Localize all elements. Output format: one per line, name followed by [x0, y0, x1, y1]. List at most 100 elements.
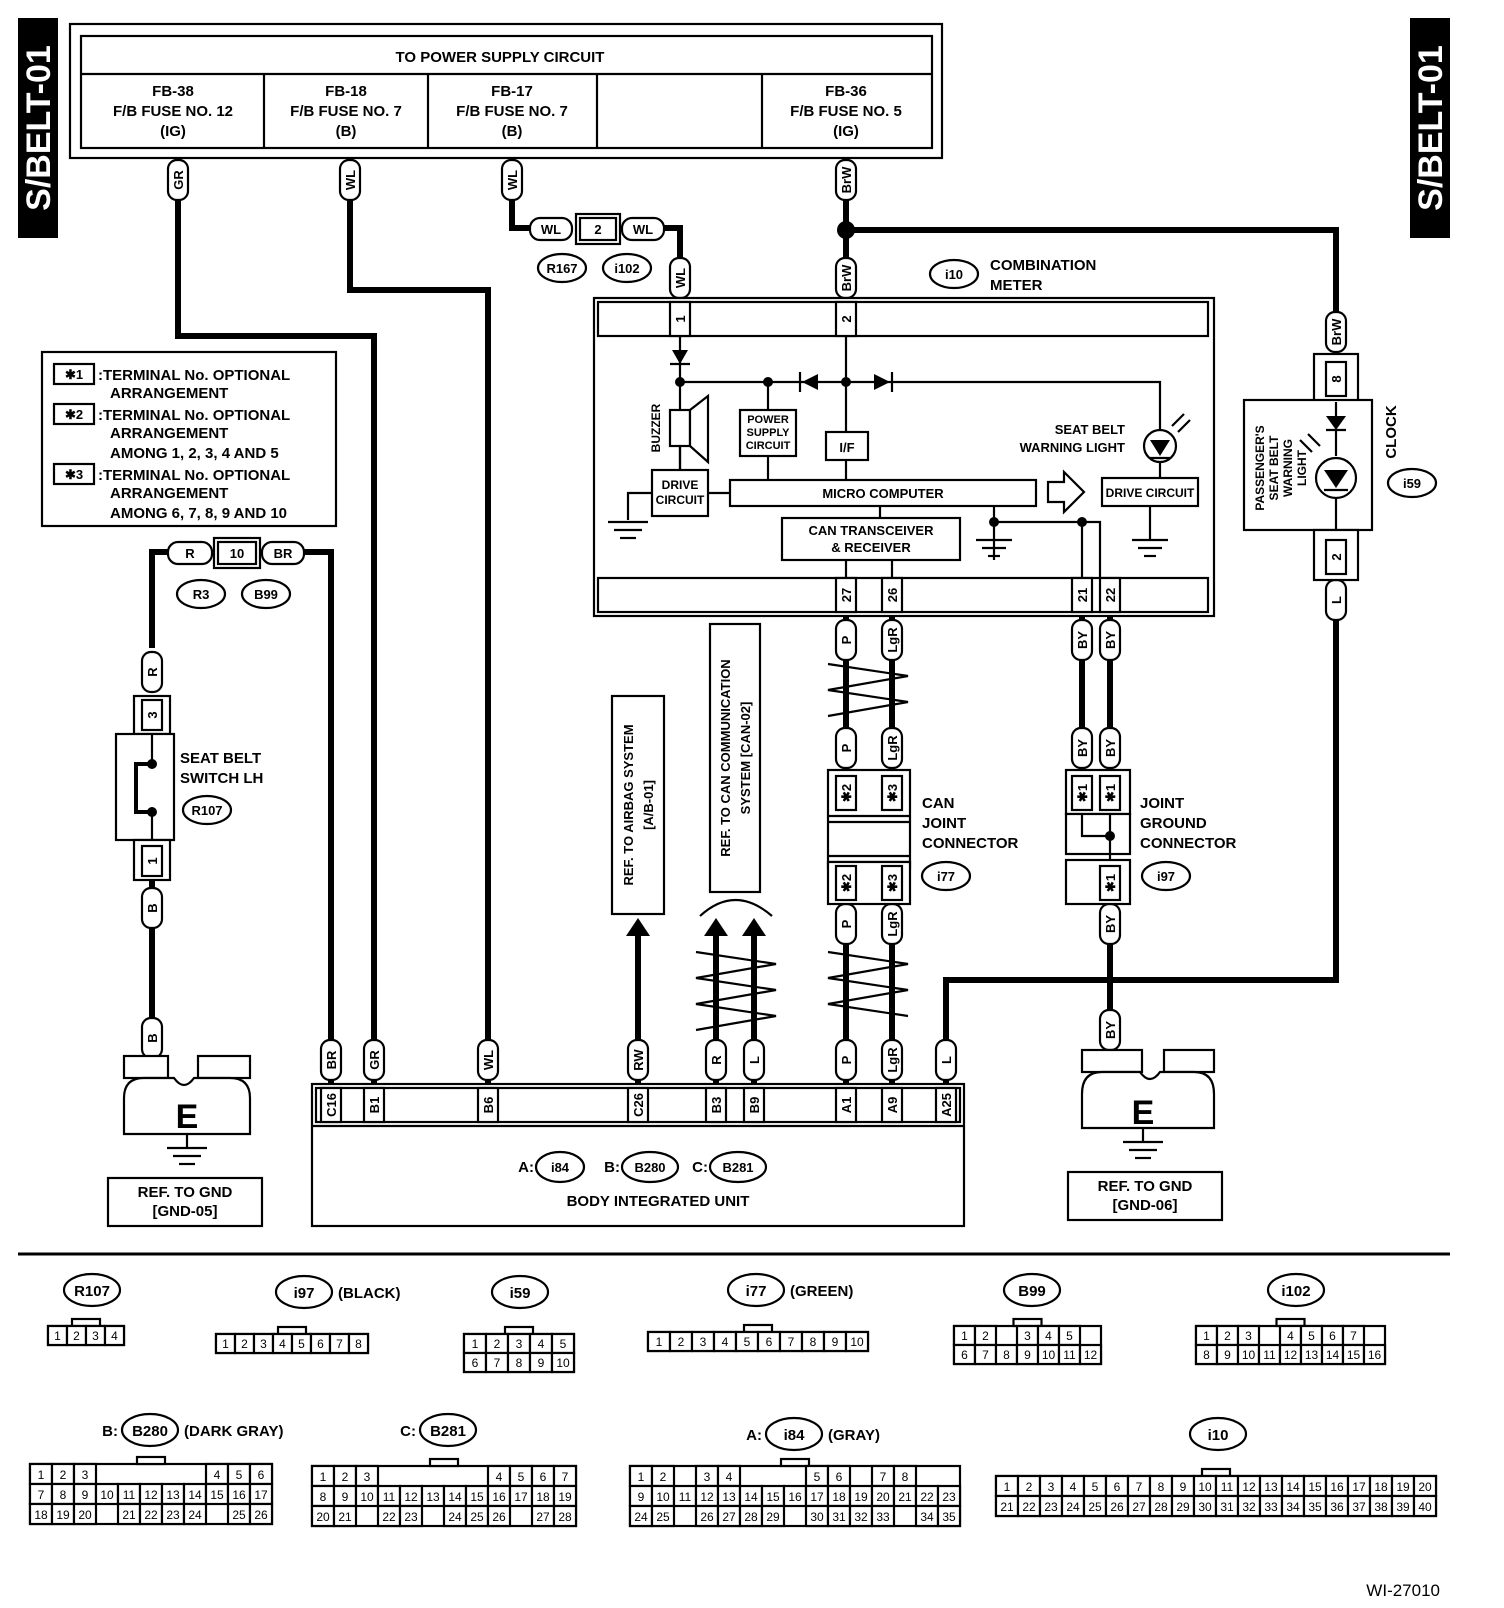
connector-pin-number: 10 — [100, 1488, 114, 1502]
connector-view-title: B99 — [1018, 1283, 1046, 1300]
connector-pin-number: 27 — [536, 1510, 550, 1524]
svg-text:26: 26 — [885, 588, 900, 602]
conn-r167: R167 — [536, 252, 588, 284]
svg-text:i97: i97 — [1157, 869, 1175, 884]
svg-text:✱2: ✱2 — [839, 784, 854, 802]
connector-pin-number: 9 — [82, 1488, 89, 1502]
wire-label-brw-clock: BrW — [1324, 310, 1348, 354]
connector-pin-number: 5 — [814, 1470, 821, 1484]
wire-label-r-switch: R — [140, 650, 164, 694]
connector-view-title: B280 — [132, 1423, 168, 1440]
svg-text:B9: B9 — [747, 1097, 762, 1114]
connector-pin-number: 1 — [1004, 1480, 1011, 1494]
connector-pin-number: 10 — [556, 1356, 570, 1370]
connector-pin-number: 6 — [836, 1470, 843, 1484]
connector-view-title: i59 — [510, 1285, 531, 1302]
connector-pin-number: 32 — [1242, 1500, 1256, 1514]
wire-label-rw-biu: RW — [626, 1038, 650, 1082]
connector-pin-number: 26 — [254, 1508, 268, 1522]
connector-pin-number: 2 — [982, 1329, 989, 1343]
svg-text:R: R — [185, 546, 195, 561]
svg-text:BrW: BrW — [1329, 318, 1344, 345]
svg-text:CAN TRANSCEIVER: CAN TRANSCEIVER — [809, 523, 935, 538]
svg-text:& RECEIVER: & RECEIVER — [831, 540, 911, 555]
connector-pin-number: 15 — [470, 1490, 484, 1504]
wire-label-p-2: P — [834, 726, 858, 770]
svg-text:R107: R107 — [191, 803, 222, 818]
connector-view-color: (BLACK) — [338, 1285, 400, 1302]
connector-pin-number: 8 — [60, 1488, 67, 1502]
connector-pin-number: 11 — [1263, 1348, 1276, 1362]
connector-pin-number: 9 — [832, 1335, 839, 1349]
clock-unit: 8 PASSENGER'S SEAT BELT WARNING LIGHT CL… — [1242, 352, 1400, 582]
svg-text:S/BELT-01: S/BELT-01 — [1412, 45, 1450, 211]
svg-text:SEAT BELT: SEAT BELT — [180, 750, 261, 767]
svg-text:L: L — [939, 1056, 954, 1064]
svg-text:B: B — [145, 1033, 160, 1042]
connector-pin-number: 5 — [1092, 1480, 1099, 1494]
svg-text:CAN: CAN — [922, 795, 955, 812]
connector-pin-number: 19 — [1396, 1480, 1410, 1494]
svg-text:✱2: ✱2 — [65, 407, 83, 422]
connector-pin-number: 10 — [850, 1335, 864, 1349]
svg-text:B281: B281 — [722, 1160, 753, 1175]
svg-text:CONNECTOR: CONNECTOR — [1140, 835, 1237, 852]
connector-pin-number: 25 — [470, 1510, 484, 1524]
svg-text:F/B FUSE NO. 5: F/B FUSE NO. 5 — [790, 103, 902, 120]
connector-pin-number: 19 — [854, 1490, 868, 1504]
connector-pin-number: 22 — [1022, 1500, 1036, 1514]
connector-pin-number: 25 — [1088, 1500, 1102, 1514]
connector-pin-number: 14 — [448, 1490, 462, 1504]
wire-label-brw-meter: BrW — [834, 256, 858, 300]
connector-pin-number: 1 — [472, 1337, 479, 1351]
connector-pin-number: 26 — [700, 1510, 714, 1524]
conn-i10: i10 — [928, 258, 980, 290]
connector-pin-number: 6 — [472, 1356, 479, 1370]
svg-text:P: P — [839, 743, 854, 752]
svg-text:BrW: BrW — [839, 166, 854, 193]
svg-text:ARRANGEMENT: ARRANGEMENT — [110, 485, 228, 502]
connector-pin-number: 5 — [518, 1470, 525, 1484]
svg-text:CIRCUIT: CIRCUIT — [656, 493, 705, 507]
svg-text:B: B — [145, 903, 160, 912]
connector-view-title: R107 — [74, 1283, 110, 1300]
body-integrated-unit: C16 B1 B6 C26 B3 B9 A1 A9 A25 A: i84 B: … — [310, 1082, 966, 1228]
twist-marks — [695, 662, 909, 1032]
connector-pin-number: 5 — [298, 1337, 305, 1351]
connector-pin-number: 8 — [1203, 1348, 1210, 1362]
svg-text:SWITCH LH: SWITCH LH — [180, 770, 263, 787]
connector-pin-number: 16 — [788, 1490, 802, 1504]
connector-pin-number: 15 — [1308, 1480, 1322, 1494]
connector-cell — [248, 1502, 274, 1526]
connector-pin-number: 16 — [1330, 1480, 1344, 1494]
connector-pin-number: 11 — [1221, 1480, 1234, 1494]
svg-text:SYSTEM [CAN-02]: SYSTEM [CAN-02] — [738, 702, 753, 815]
svg-text:SEAT BELT: SEAT BELT — [1267, 435, 1281, 501]
connector-pin-number: 23 — [404, 1510, 418, 1524]
wire-label-l-biu2: L — [934, 1038, 958, 1082]
connector-pin-number: 5 — [1308, 1329, 1315, 1343]
svg-text:E: E — [1132, 1094, 1155, 1132]
connector-pin-number: 1 — [320, 1470, 327, 1484]
svg-text:B3: B3 — [709, 1097, 724, 1114]
svg-text:GR: GR — [171, 170, 186, 190]
connector-pin-number: 2 — [678, 1335, 685, 1349]
wire-label-by-4: BY — [1098, 726, 1122, 770]
combination-meter: COMBINATION METER 1 2 27 26 21 22 BUZZER — [592, 257, 1216, 618]
connector-pin-number: 21 — [122, 1508, 136, 1522]
svg-text:CONNECTOR: CONNECTOR — [922, 835, 1019, 852]
svg-text:8: 8 — [1329, 375, 1344, 382]
connector-pin-number: 11 — [123, 1488, 136, 1502]
svg-text:WL: WL — [633, 222, 653, 237]
connector-pin-number: 31 — [832, 1510, 846, 1524]
connector-pin-number: 18 — [1374, 1480, 1388, 1494]
svg-text:R167: R167 — [546, 261, 577, 276]
connector-pin-number: 39 — [1396, 1500, 1410, 1514]
wire-label-l-clock: L — [1324, 578, 1348, 622]
svg-text:POWER: POWER — [747, 414, 789, 426]
svg-text:22: 22 — [1103, 588, 1118, 602]
connector-pin-number: 8 — [516, 1356, 523, 1370]
